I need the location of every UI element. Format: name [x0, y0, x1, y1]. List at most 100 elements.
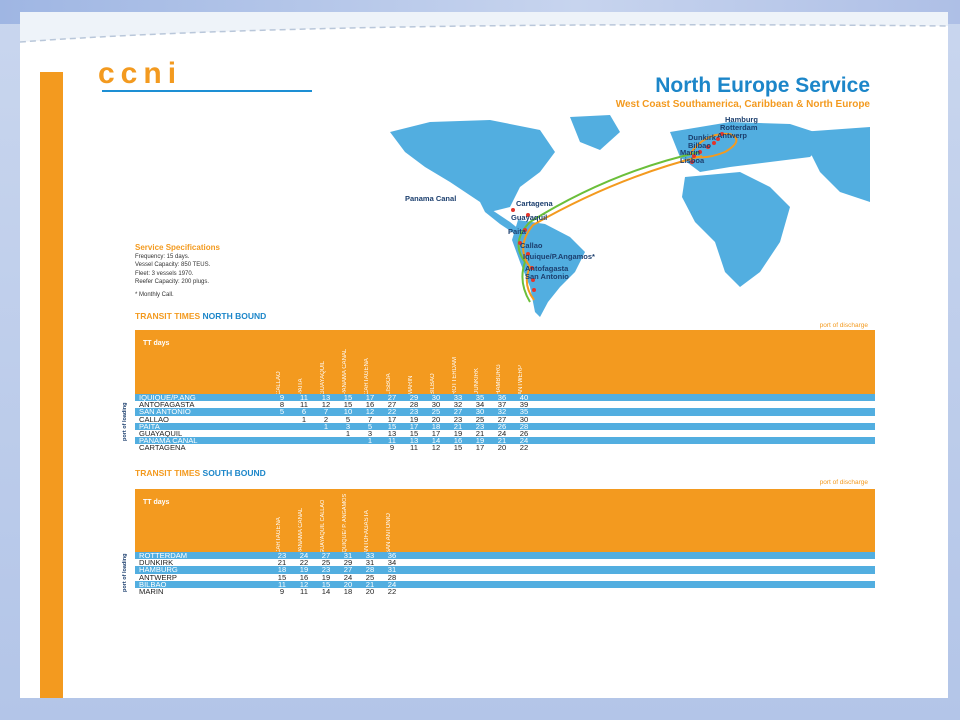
- table-cell: 17: [431, 428, 441, 438]
- row-port: DUNKIRK: [139, 558, 174, 568]
- column-header: LISBOA: [386, 373, 392, 395]
- port-label: Antofagasta: [525, 264, 569, 273]
- table-cell: 15: [409, 428, 419, 438]
- table-cell: 8: [279, 400, 285, 410]
- table-cell: 20: [497, 443, 507, 453]
- table-cell: 31: [387, 565, 397, 575]
- north-tt-label: TT days: [143, 340, 170, 347]
- page-title: North Europe Service: [655, 74, 870, 97]
- row-port: ANTOFAGASTA: [139, 400, 195, 410]
- table-cell: 36: [387, 551, 397, 560]
- table-cell: 25: [431, 407, 441, 417]
- table-cell: 19: [299, 565, 309, 575]
- table-cell: 35: [475, 393, 485, 402]
- table-cell: 24: [343, 572, 353, 582]
- table-cell: 11: [278, 579, 286, 589]
- table-cell: 30: [431, 400, 441, 410]
- row-port: SAN ANTONIO: [139, 407, 191, 417]
- column-header: HAMBURG: [496, 364, 502, 395]
- title-prefix: TRANSIT TIMES: [135, 468, 203, 478]
- table-cell: 1: [301, 414, 307, 424]
- row-port: ROTTERDAM: [139, 551, 188, 560]
- table-cell: 21: [277, 558, 287, 568]
- route-line-europe: [689, 132, 738, 159]
- table-cell: 28: [387, 572, 397, 582]
- africa-shape: [682, 172, 790, 287]
- north-pol-label: port of loading: [122, 402, 128, 442]
- table-cell: 28: [365, 565, 375, 575]
- table-cell: 3: [345, 421, 351, 431]
- table-cell: 20: [365, 586, 375, 596]
- table-cell: 18: [343, 586, 353, 596]
- table-cell: 17: [409, 421, 419, 431]
- table-cell: 36: [497, 393, 507, 402]
- table-cell: 15: [387, 421, 397, 431]
- port-label: Guayaquil: [511, 213, 548, 222]
- route-line-orange: [522, 155, 703, 301]
- table-cell: 32: [497, 407, 507, 417]
- europe-shape: [670, 122, 830, 172]
- column-header: MARIN: [408, 375, 414, 395]
- port-label: Marin: [680, 148, 701, 157]
- table-cell: 23: [475, 421, 485, 431]
- table-cell: 25: [321, 558, 331, 568]
- table-cell: 29: [409, 393, 419, 402]
- table-cell: 15: [343, 400, 353, 410]
- table-cell: 17: [365, 393, 375, 402]
- table-cell: 9: [279, 393, 285, 402]
- table-cell: 11: [410, 443, 418, 453]
- port-label: Bilbao: [688, 141, 711, 150]
- table-cell: 18: [431, 421, 441, 431]
- column-header: CARTAGENA: [364, 358, 370, 395]
- table-cell: 25: [475, 414, 485, 424]
- table-cell: 27: [343, 565, 353, 575]
- table-cell: 23: [277, 551, 287, 560]
- table-cell: 19: [475, 436, 485, 446]
- table-cell: 27: [321, 551, 331, 560]
- table-cell: 26: [519, 428, 529, 438]
- service-specifications: Service Specifications Frequency: 15 day…: [135, 243, 220, 300]
- table-cell: 12: [431, 443, 441, 453]
- row-port: PANAMA CANAL: [139, 436, 198, 446]
- table-cell: 35: [519, 407, 529, 417]
- table-cell: 17: [475, 443, 485, 453]
- central-america-shape: [480, 202, 520, 234]
- table-cell: 7: [367, 414, 373, 424]
- port-label: Iquique/P.Angamos*: [523, 252, 595, 261]
- service-title: North Europe Service West Coast Southame…: [616, 74, 870, 110]
- page-subtitle: West Coast Southamerica, Caribbean & Nor…: [615, 99, 870, 110]
- port-label: Callao: [520, 241, 543, 250]
- table-cell: 30: [475, 407, 485, 417]
- table-cell: 11: [388, 436, 396, 446]
- table-cell: 20: [343, 579, 353, 589]
- column-header: ANTWERP: [518, 365, 524, 395]
- title-prefix: TRANSIT TIMES: [135, 311, 203, 321]
- table-cell: 13: [387, 428, 397, 438]
- north-bound-title: TRANSIT TIMES NORTH BOUND: [135, 311, 266, 321]
- column-header: ROTTERDAM: [452, 357, 458, 395]
- table-cell: 19: [409, 414, 419, 424]
- table-cell: 21: [497, 436, 507, 446]
- table-cell: 2: [323, 414, 329, 424]
- port-label: Antwerp: [717, 131, 747, 140]
- table-cell: 30: [431, 393, 441, 402]
- table-cell: 13: [409, 436, 419, 446]
- column-header: PANAMA CANAL: [342, 348, 348, 395]
- title-direction: SOUTH BOUND: [202, 468, 266, 478]
- spec-line: Frequency: 15 days.: [135, 253, 190, 260]
- table-cell: 14: [431, 436, 441, 446]
- table-cell: 10: [343, 407, 353, 417]
- row-port: BILBAO: [139, 579, 167, 589]
- table-cell: 33: [453, 393, 463, 402]
- row-port: CARTAGENA: [139, 443, 186, 453]
- table-cell: 13: [321, 393, 331, 402]
